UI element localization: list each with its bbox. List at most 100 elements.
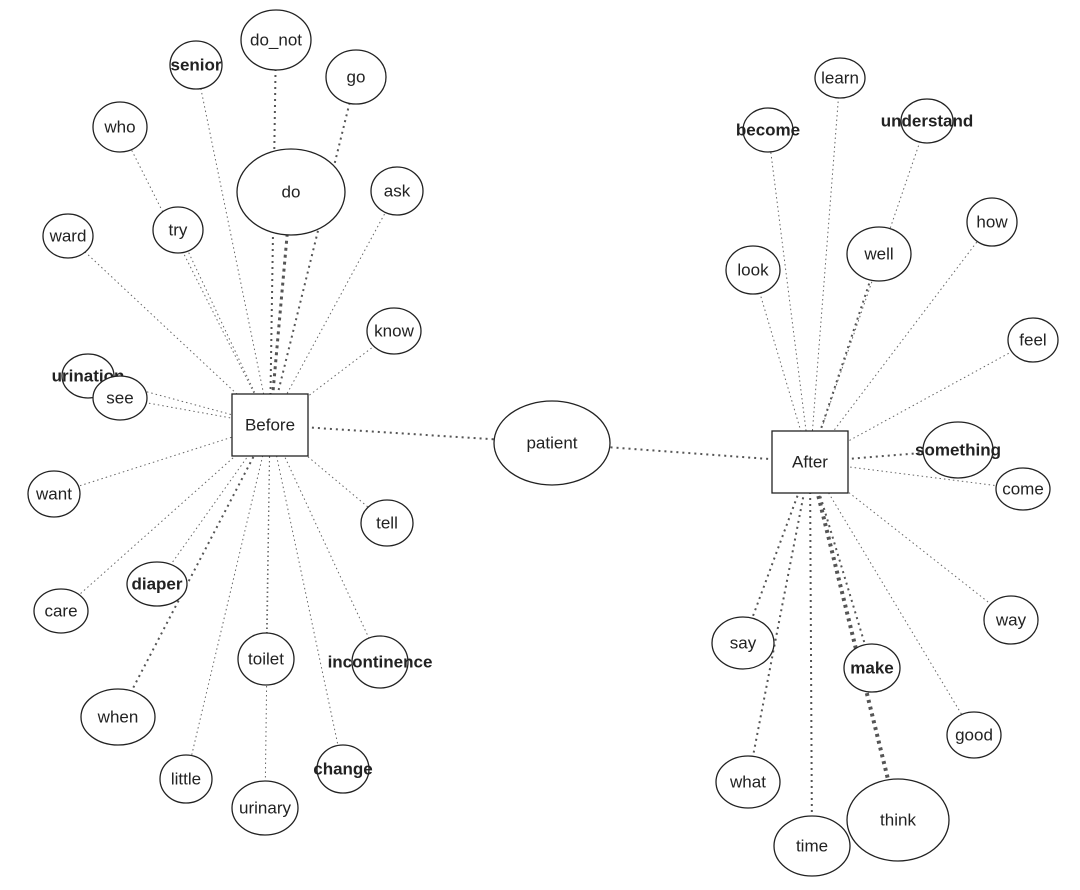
- node-come: come: [995, 467, 1051, 511]
- edge-after-look: [752, 269, 811, 463]
- node-circle-good: [946, 711, 1002, 759]
- edge-before-know: [269, 330, 395, 426]
- node-circle-think: [846, 778, 950, 862]
- edge-before-want: [53, 424, 271, 495]
- node-circle-little: [159, 754, 213, 804]
- node-circle-know: [366, 307, 422, 355]
- node-circle-feel: [1007, 317, 1059, 363]
- node-label-make: make: [850, 659, 893, 678]
- node-label-toilet: toilet: [248, 650, 284, 669]
- edge-before-urinary: [264, 424, 271, 809]
- node-circle-learn: [814, 57, 866, 99]
- node-label-something: something: [915, 441, 1001, 460]
- node-think: think: [846, 778, 950, 862]
- edge-before-who: [119, 126, 271, 426]
- edge-after-feel: [809, 339, 1034, 463]
- node-little: little: [159, 754, 213, 804]
- node-label-understand: understand: [881, 112, 974, 131]
- node-do: do: [236, 148, 346, 236]
- node-good: good: [946, 711, 1002, 759]
- edge-before-when: [117, 424, 271, 718]
- node-label-come: come: [1002, 480, 1044, 499]
- node-label-do: do: [282, 183, 301, 202]
- node-way: way: [983, 595, 1039, 645]
- node-circle-something: [922, 421, 994, 479]
- node-make: make: [843, 643, 901, 693]
- node-care: care: [33, 588, 89, 634]
- node-label-care: care: [44, 602, 77, 621]
- node-label-little: little: [171, 770, 201, 789]
- node-circle-toilet: [237, 632, 295, 686]
- edge-before-care: [60, 424, 271, 612]
- node-label-tell: tell: [376, 514, 398, 533]
- node-circle-try: [152, 206, 204, 254]
- edge-after-good: [809, 461, 975, 736]
- node-circle-way: [983, 595, 1039, 645]
- node-circle-look: [725, 245, 781, 295]
- node-circle-ward: [42, 213, 94, 259]
- node-circle-come: [995, 467, 1051, 511]
- node-label-well: well: [863, 245, 893, 264]
- edge-after-patient: [551, 442, 811, 463]
- node-label-learn: learn: [821, 69, 859, 88]
- node-circle-do: [236, 148, 346, 236]
- edge-before-go: [269, 76, 357, 426]
- edge-before-little: [185, 424, 271, 780]
- node-see: see: [92, 375, 148, 421]
- node-go: go: [325, 49, 387, 105]
- node-well: well: [846, 226, 912, 282]
- node-circle-diaper: [126, 561, 188, 607]
- node-label-know: know: [374, 322, 414, 341]
- node-label-feel: feel: [1019, 331, 1046, 350]
- node-label-want: want: [35, 485, 72, 504]
- node-circle-want: [27, 470, 81, 518]
- node-try: try: [152, 206, 204, 254]
- node-label-ward: ward: [49, 227, 87, 246]
- edge-after-learn: [809, 77, 841, 463]
- node-label-look: look: [737, 261, 769, 280]
- node-do_not: do_not: [240, 9, 312, 71]
- node-label-say: say: [730, 634, 757, 653]
- edge-before-ask: [269, 190, 398, 426]
- node-when: when: [80, 688, 156, 746]
- edge-before-tell: [269, 424, 388, 524]
- node-label-senior: senior: [170, 56, 221, 75]
- node-circle-incontinence: [351, 635, 409, 689]
- node-circle-when: [80, 688, 156, 746]
- node-label-patient: patient: [526, 434, 577, 453]
- node-label-go: go: [347, 68, 366, 87]
- node-label-incontinence: incontinence: [328, 653, 433, 672]
- hub-label-before: Before: [245, 416, 295, 435]
- node-circle-understand: [900, 98, 954, 144]
- edge-after-what: [747, 461, 811, 783]
- node-time: time: [773, 815, 851, 877]
- node-circle-become: [742, 107, 794, 153]
- node-ward: ward: [42, 213, 94, 259]
- hub-after: After: [771, 430, 849, 494]
- node-label-good: good: [955, 726, 993, 745]
- node-know: know: [366, 307, 422, 355]
- node-urinary: urinary: [231, 780, 299, 836]
- node-label-time: time: [796, 837, 828, 856]
- node-label-become: become: [736, 121, 800, 140]
- edge-after-say: [742, 461, 811, 644]
- node-label-try: try: [169, 221, 188, 240]
- node-patient: patient: [493, 400, 611, 486]
- node-want: want: [27, 470, 81, 518]
- node-incontinence: incontinence: [328, 635, 433, 689]
- node-change: change: [313, 744, 373, 794]
- edge-after-time: [809, 461, 813, 847]
- node-circle-make: [843, 643, 901, 693]
- node-circle-ask: [370, 166, 424, 216]
- node-toilet: toilet: [237, 632, 295, 686]
- edge-after-think: [808, 461, 900, 821]
- node-label-diaper: diaper: [131, 575, 182, 594]
- hub-box-after: [771, 430, 849, 494]
- node-label-change: change: [313, 760, 373, 779]
- edge-after-how: [809, 221, 993, 463]
- node-understand: understand: [881, 98, 974, 144]
- node-learn: learn: [814, 57, 866, 99]
- node-circle-patient: [493, 400, 611, 486]
